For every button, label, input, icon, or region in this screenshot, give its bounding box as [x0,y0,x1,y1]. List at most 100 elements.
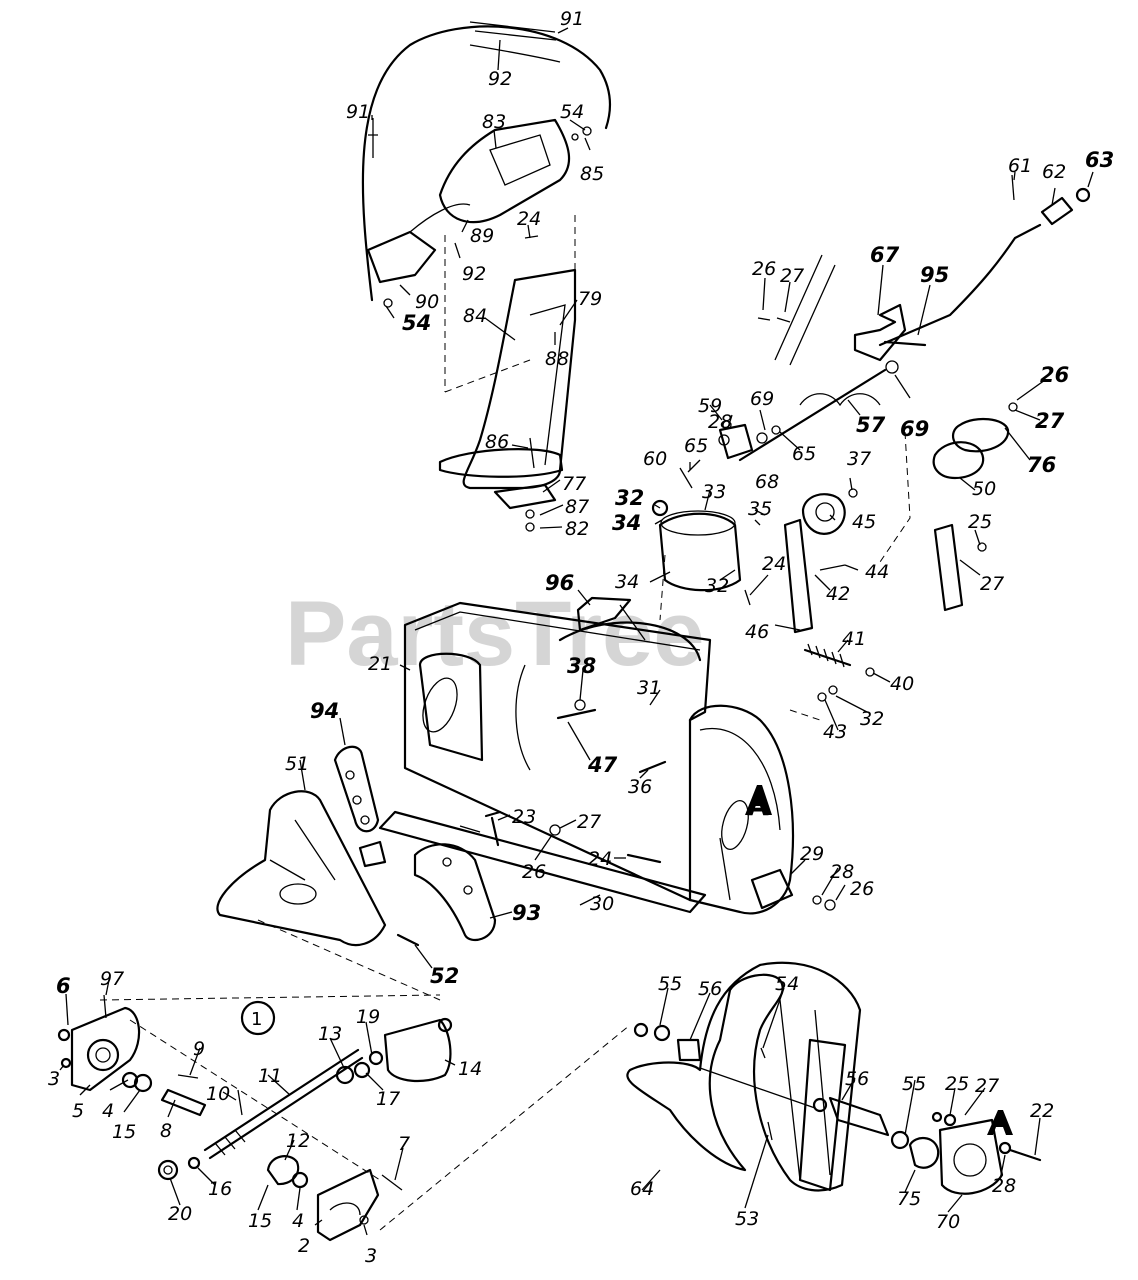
gear-case-51 [216,790,387,947]
section-marker [240,1000,276,1036]
label-25: 25 [945,1073,969,1095]
label-91: 91 [560,8,584,30]
label-70: 70 [936,1211,960,1233]
scraper-bar-30 [378,810,707,914]
label-63: 63 [1085,148,1114,172]
cable-sleeve [469,21,557,41]
label-83: 83 [482,111,506,133]
label-25: 25 [968,511,992,533]
housing-2 [316,1168,380,1242]
bearing-50 [932,441,985,480]
leader-lines [59,27,1094,1236]
view-marker-icon-2 [987,1110,1013,1135]
label-59: 59 [698,395,722,417]
label-32: 32 [705,575,729,597]
label-75: 75 [897,1188,921,1210]
label-22: 22 [1030,1100,1054,1122]
label-56: 56 [845,1068,869,1090]
label-5: 5 [72,1100,84,1122]
label-52: 52 [430,964,459,988]
crank-assembly [679,174,1091,563]
bracket-68 [718,423,754,460]
label-4: 4 [102,1100,114,1122]
view-marker-a: A [747,789,769,822]
worm-gear-12 [266,1155,300,1186]
label-28: 28 [992,1175,1016,1197]
strap-27 [933,523,964,612]
cable-end [469,44,561,63]
label-57: 57 [856,413,886,437]
label-21: 21 [368,653,392,675]
chute-84 [462,268,577,490]
label-61: 61 [1008,155,1032,177]
label-20: 20 [168,1203,192,1225]
label-6: 6 [56,974,71,998]
control-cable-arc [361,25,612,302]
label-16: 16 [208,1178,232,1200]
label-24: 24 [762,553,786,575]
label-95: 95 [920,263,949,287]
cover-14 [383,1018,452,1083]
chute-adapter [576,488,987,721]
label-46: 46 [745,621,769,643]
label-36: 36 [628,776,652,798]
label-45: 45 [852,511,876,533]
label-41: 41 [842,628,866,650]
label-30: 30 [590,893,614,915]
label-31: 31 [637,677,661,699]
bearing-56 [676,1038,702,1062]
label-65: 65 [792,443,816,465]
label-60: 60 [643,448,667,470]
label-89: 89 [470,225,494,247]
label-8: 8 [160,1120,172,1142]
housing-drum [558,621,702,662]
label-92: 92 [462,263,486,285]
label-23: 23 [512,806,536,828]
impeller-assembly [626,961,1042,1195]
label-42: 42 [826,583,850,605]
label-26: 26 [1040,363,1069,387]
label-27: 27 [1035,409,1065,433]
label-64: 64 [630,1178,654,1200]
label-35: 35 [748,498,772,520]
adapter-33 [658,512,742,592]
cable-bracket-90 [366,230,437,284]
part-labels: 91 92 91 83 54 85 89 92 24 90 54 84 79 8… [48,8,1114,1267]
label-76: 76 [1027,453,1056,477]
label-50: 50 [972,478,996,500]
label-29: 29 [800,843,824,865]
shaft-8 [160,1088,207,1117]
label-27: 27 [577,811,601,833]
label-17: 17 [376,1088,400,1110]
label-3: 3 [365,1245,377,1267]
label-69: 69 [750,388,774,410]
label-34: 34 [615,571,639,593]
label-55: 55 [658,973,682,995]
label-65: 65 [684,435,708,457]
chute-clamp-77 [493,483,557,510]
bushing-56b [828,1096,890,1137]
skid-29 [750,868,794,910]
label-26: 26 [522,861,546,883]
housing-5 [70,1006,141,1092]
label-28: 28 [830,861,854,883]
bracket-46 [783,518,814,634]
watermark: PartsTree [285,583,704,685]
shave-plate-94 [333,745,380,833]
section-marker-label: 1 [251,1009,262,1030]
label-2: 2 [298,1235,310,1257]
label-27: 27 [780,265,804,287]
label-94: 94 [310,699,339,723]
label-15: 15 [248,1210,272,1232]
spring-57 [799,393,881,407]
label-82: 82 [565,518,589,540]
bolt-24 [626,853,662,864]
label-32: 32 [860,708,884,730]
bolt-23 [484,810,502,847]
shield-93 [413,843,497,942]
label-24: 24 [517,208,541,230]
bolt-22 [1008,1148,1042,1162]
label-77: 77 [562,473,586,495]
label-54: 54 [402,311,431,335]
